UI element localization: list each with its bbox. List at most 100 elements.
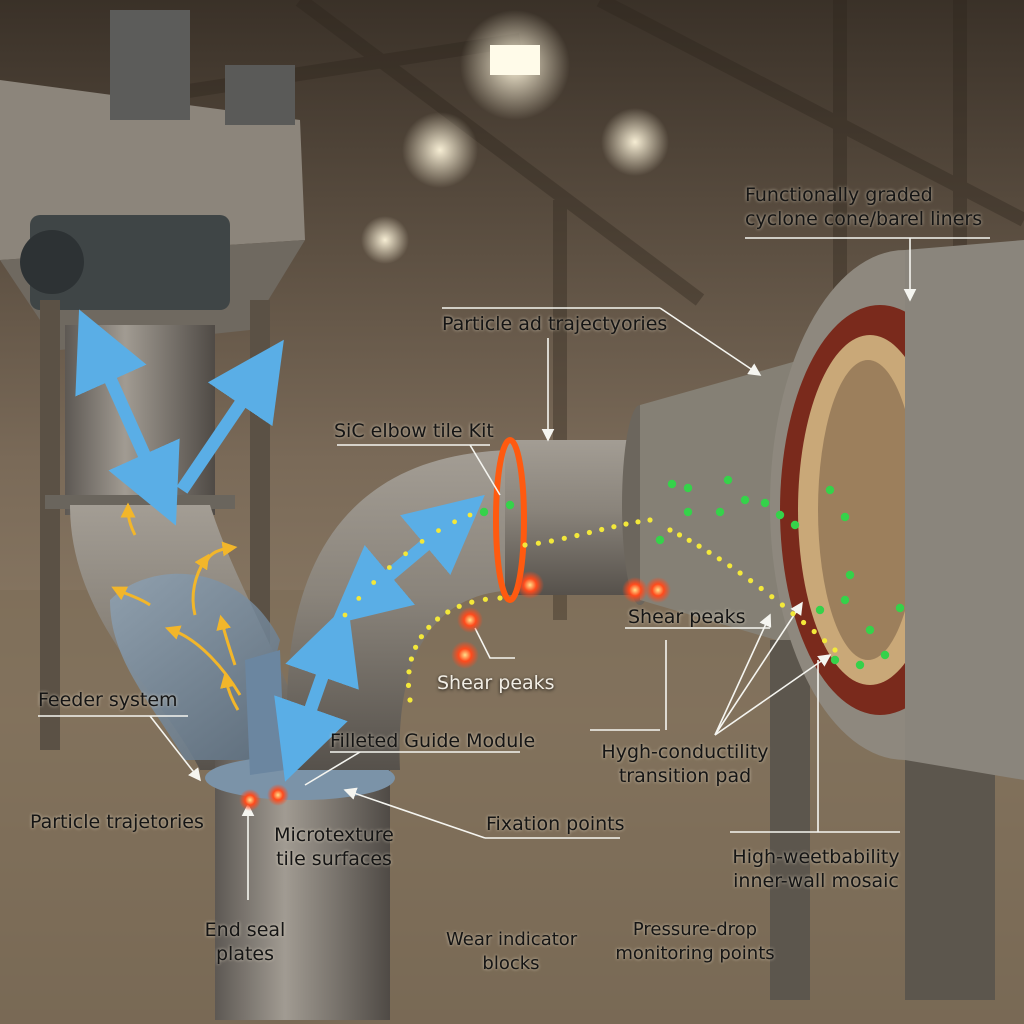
trajectory-dot xyxy=(426,624,432,630)
airflow-arrows xyxy=(75,309,485,782)
sensor-dot xyxy=(760,498,770,508)
trajectory-dot xyxy=(599,526,605,533)
sensor-dot xyxy=(667,479,677,489)
label-end-seal-plates: End seal plates xyxy=(204,919,286,965)
trajectory-dot xyxy=(696,543,702,549)
sensor-dot xyxy=(815,605,825,615)
sensor-dot xyxy=(865,625,875,635)
trajectory-dot xyxy=(586,529,593,536)
label-pressure-drop-monitoring: Pressure-drop monitoring points xyxy=(615,919,775,964)
sensor-dot xyxy=(840,512,850,522)
trajectory-dot xyxy=(779,602,786,608)
leader-lines xyxy=(38,237,990,900)
trajectory-dot xyxy=(737,570,743,576)
shear-hotspots xyxy=(239,571,671,811)
trajectory-dots xyxy=(342,512,838,703)
trajectory-dot xyxy=(832,647,838,653)
label-fixation-points: Fixation points xyxy=(486,813,625,835)
trajectory-dot xyxy=(482,596,488,602)
sensor-dot xyxy=(830,655,840,665)
trajectory-dot xyxy=(342,612,348,618)
trajectory-dot xyxy=(522,542,528,548)
label-particle-ad-trajectories: Particle ad trajectyories xyxy=(442,313,668,335)
sensor-dot xyxy=(895,603,905,613)
straight-pipe xyxy=(505,440,640,595)
feed-pipe-vertical xyxy=(65,325,215,515)
label-functionally-graded-liners: Functionally graded cyclone cone/barel l… xyxy=(745,184,983,230)
cyclone-body xyxy=(770,240,1024,1000)
wear-indicator-ring xyxy=(493,437,527,603)
trajectory-dot xyxy=(758,585,764,592)
trajectory-dot xyxy=(445,609,451,615)
trajectory-dot xyxy=(403,551,408,557)
trajectory-dot xyxy=(452,519,457,525)
trajectory-dot xyxy=(676,532,683,538)
trajectory-dot xyxy=(667,527,673,533)
trajectory-dot xyxy=(535,540,542,546)
trajectory-dot xyxy=(408,656,414,662)
sensor-dot xyxy=(880,650,890,660)
trajectory-dot xyxy=(405,682,412,689)
trajectory-dot xyxy=(467,512,473,518)
trajectory-dot xyxy=(387,565,392,570)
microtexture-segment xyxy=(110,573,280,760)
sensor-dot xyxy=(655,535,665,545)
label-feeder-system: Feeder system xyxy=(38,689,178,711)
trajectory-dot xyxy=(635,519,641,525)
sensor-dot xyxy=(855,660,865,670)
trajectory-dot xyxy=(371,580,377,585)
sensor-dot xyxy=(840,595,850,605)
sensor-dot xyxy=(683,507,693,517)
trajectory-dot xyxy=(497,595,503,601)
trajectory-dot xyxy=(406,669,412,675)
label-shear-peaks-center: Shear peaks xyxy=(437,672,555,694)
sensor-dot xyxy=(479,507,489,517)
trajectory-dot xyxy=(436,528,441,533)
trajectory-dot xyxy=(727,563,733,569)
label-shear-peaks-right: Shear peaks xyxy=(628,606,746,628)
trajectory-dot xyxy=(790,611,796,617)
sensor-dot xyxy=(845,570,855,580)
label-filleted-guide-module: Filleted Guide Module xyxy=(330,730,536,752)
trajectory-dot xyxy=(769,594,775,600)
trajectory-dot xyxy=(686,537,692,543)
trajectory-dot xyxy=(822,638,828,644)
label-microtexture-tile-surfaces: Microtexture tile surfaces xyxy=(274,824,394,870)
label-sic-elbow-tile-kit: SiC elbow tile Kit xyxy=(334,420,494,442)
trajectory-dot xyxy=(356,596,362,601)
sensor-dots xyxy=(479,475,905,670)
trajectory-dot xyxy=(748,578,754,584)
trajectory-dot xyxy=(623,521,629,527)
particle-arrows xyxy=(111,502,242,711)
trajectory-dot xyxy=(419,539,425,544)
trajectory-dot xyxy=(407,697,413,703)
filleted-guide-module xyxy=(245,650,285,775)
trajectory-dot xyxy=(811,628,817,635)
sensor-dot xyxy=(683,483,693,493)
label-particle-trajetories: Particle trajetories xyxy=(30,811,204,833)
sensor-dot xyxy=(790,520,800,530)
trajectory-dot xyxy=(418,634,424,640)
trajectory-dot xyxy=(413,644,419,650)
trajectory-dot xyxy=(561,535,567,541)
sensor-dot xyxy=(740,495,750,505)
trajectory-dot xyxy=(647,517,653,523)
sensor-dot xyxy=(723,475,733,485)
sensor-dot xyxy=(775,510,785,520)
sensor-dot xyxy=(825,485,835,495)
sensor-dot xyxy=(715,507,725,517)
trajectory-dot xyxy=(469,599,475,605)
trajectory-dot xyxy=(801,619,807,626)
label-high-weetbability-mosaic: High-weetbability inner-wall mosaic xyxy=(732,846,900,892)
trajectory-dot xyxy=(548,538,555,544)
trajectory-dot xyxy=(611,524,617,530)
transition-cone xyxy=(640,360,810,650)
label-wear-indicator-blocks: Wear indicator blocks xyxy=(446,929,578,974)
trajectory-dot xyxy=(574,532,580,539)
trajectory-dot xyxy=(456,603,462,609)
sensor-dot xyxy=(505,500,515,510)
trajectory-dot xyxy=(435,616,441,622)
label-hygh-conductility-pad: Hygh-conductility transition pad xyxy=(601,741,769,787)
